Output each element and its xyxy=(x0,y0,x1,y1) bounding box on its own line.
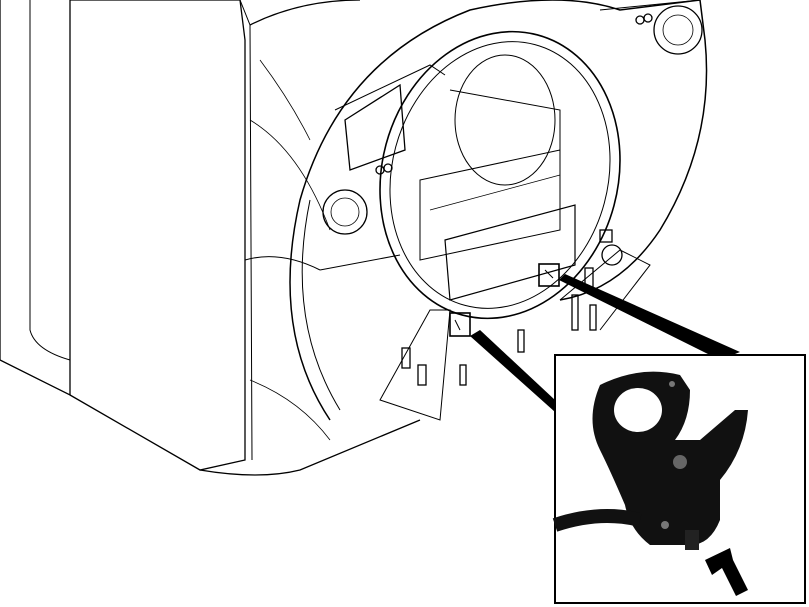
release-lever-photo xyxy=(552,354,806,604)
callout-pointer-right xyxy=(559,274,740,360)
arrow-pointer-icon xyxy=(705,548,748,596)
callout-pointer-left xyxy=(470,330,555,412)
scanner-illustration xyxy=(0,0,708,476)
